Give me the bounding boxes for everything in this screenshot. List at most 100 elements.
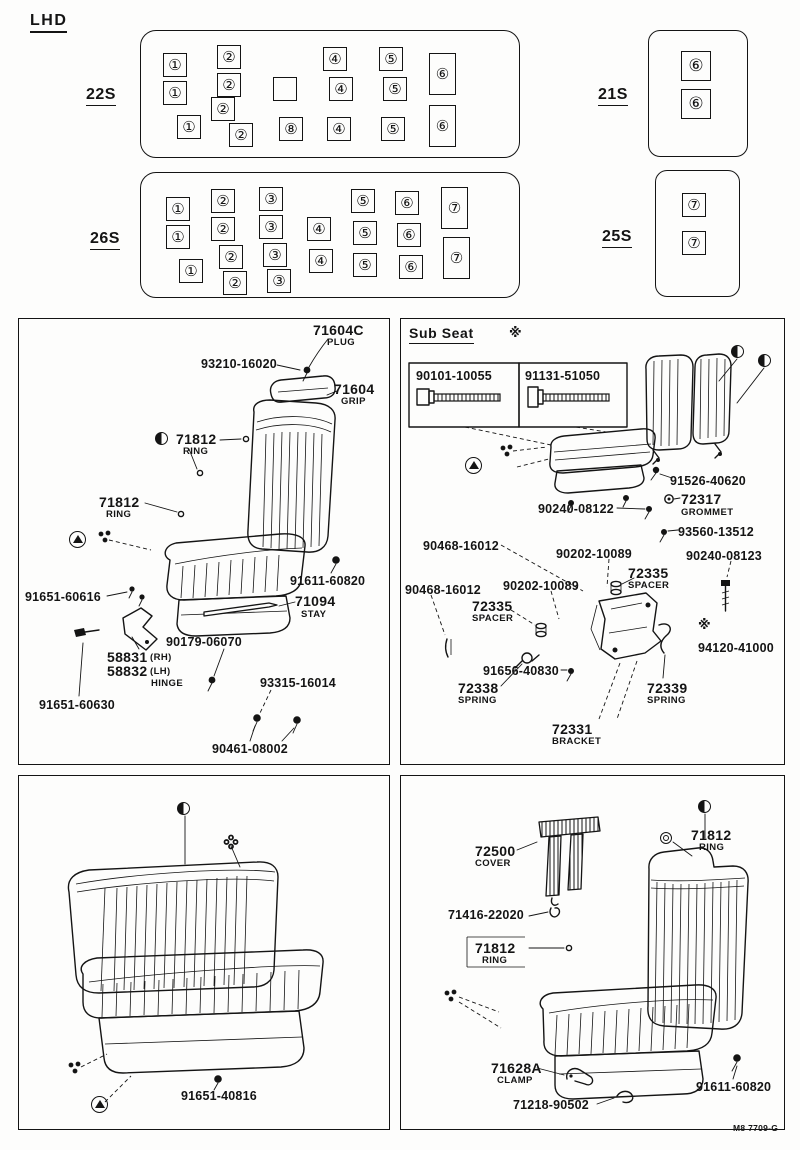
seat-position-cell: ④ (327, 117, 351, 141)
half-filled-circle-icon (698, 800, 711, 813)
seat-position-cell: ⑦ (443, 237, 470, 279)
half-filled-circle-icon (731, 345, 744, 358)
part-number-label: SPRING (647, 695, 686, 706)
config-label-25s: 25S (602, 228, 632, 248)
seat-position-cell: ④ (309, 249, 333, 273)
seat-position-cell: ② (211, 97, 235, 121)
panel-sub-seat: Sub Seat ※ 90101-10055 91131-51050 91526-406… (400, 318, 785, 765)
part-number-label: 91656-40830 (483, 664, 559, 678)
sub-seat-illustration (408, 353, 765, 720)
seat-position-cell: ⑦ (682, 231, 706, 255)
part-number-label: ※ (698, 618, 711, 633)
bench-seat-label-layer: 91651-40816 (19, 776, 389, 1129)
seat-position-cell: ① (179, 259, 203, 283)
seat-position-cell: ⑥ (681, 89, 711, 119)
part-number-label: 90179-06070 (166, 635, 242, 649)
part-number-label: 90202-10089 (556, 547, 632, 561)
screw-set-cluster-icon (67, 1060, 83, 1076)
part-number-label: 91611-60820 (696, 1080, 772, 1094)
part-number-label: 71604 (334, 381, 375, 397)
part-number-label: 93315-16014 (260, 676, 336, 690)
seat-position-cell: ② (211, 217, 235, 241)
part-number-label: 90101-10055 (416, 369, 492, 383)
seat-position-cell: ⑥ (681, 51, 711, 81)
seat-position-cell: ⑦ (682, 193, 706, 217)
part-number-label: GRIP (341, 396, 366, 407)
seat-position-cell: ③ (267, 269, 291, 293)
seat-position-cell: ⑥ (395, 191, 419, 215)
lhd-label: LHD (30, 12, 68, 33)
seat-position-cell: ⑥ (429, 53, 456, 95)
part-number-label: RING (699, 842, 725, 853)
part-number-label: 71416-22020 (448, 908, 524, 922)
seat-position-cell: ② (217, 73, 241, 97)
seat-position-cell: ② (217, 45, 241, 69)
part-number-label: 90461-08002 (212, 742, 288, 756)
part-number-label: 91131-51050 (525, 369, 601, 383)
screw-set-cluster-icon (499, 443, 515, 459)
part-number-label: 71812 (691, 827, 732, 843)
bench-seat-illustration (67, 815, 324, 1103)
part-number-label: STAY (301, 609, 327, 620)
triangle-in-circle-icon (465, 457, 482, 474)
seat-position-cell: ① (177, 115, 201, 139)
seat-position-cell: ⑤ (353, 221, 377, 245)
part-number-label: 58832 (107, 663, 148, 679)
seat-position-cell: ③ (259, 187, 283, 211)
sub-seat-label-layer: Sub Seat ※ 90101-10055 91131-51050 91526-406… (401, 319, 784, 764)
section-title: Sub Seat (409, 325, 474, 344)
seat-position-cell: ⑦ (441, 187, 468, 229)
part-number-label: ※ (509, 326, 522, 341)
screw-set-cluster-icon (443, 988, 459, 1004)
part-number-label: RING (482, 955, 508, 966)
seat-position-cell: ① (166, 197, 190, 221)
seat-position-cell: ⑤ (381, 117, 405, 141)
part-number-label: SPACER (628, 580, 670, 591)
part-number-label: (LH) (150, 666, 171, 677)
part-number-label: 91651-40816 (181, 1089, 257, 1103)
part-number-label: RING (183, 446, 209, 457)
triangle-in-circle-icon (69, 531, 86, 548)
seat-position-cell: ⑤ (351, 189, 375, 213)
ring-marker-icon (660, 832, 672, 844)
part-number-label: HINGE (151, 678, 184, 689)
part-number-label: SPRING (458, 695, 497, 706)
part-number-label: 72317 (681, 491, 722, 507)
part-number-label: 91611-60820 (290, 574, 366, 588)
part-number-label: 91526-40620 (670, 474, 746, 488)
seat-position-cell: ② (223, 271, 247, 295)
seat-position-cell: ① (166, 225, 190, 249)
seat-position-cell: ② (211, 189, 235, 213)
seat-position-cell: ① (163, 81, 187, 105)
part-number-label: 71628A (491, 1060, 542, 1076)
part-number-label: 71094 (295, 593, 336, 609)
panel-bench-seat: 91651-40816 (18, 775, 390, 1130)
front-seat-illustration (74, 338, 340, 742)
part-number-label: 71604C (313, 322, 364, 338)
seat-position-cell: ⑥ (429, 105, 456, 147)
part-number-label: 72331 (552, 721, 593, 737)
part-number-label: 93210-16020 (201, 357, 277, 371)
seat-position-cell: ① (163, 53, 187, 77)
part-number-label: 71812 (475, 940, 516, 956)
part-number-label: RING (106, 509, 132, 520)
screw-set-cluster-icon (97, 529, 113, 545)
part-number-label: 90240-08123 (686, 549, 762, 563)
seat-position-cell: ⑤ (383, 77, 407, 101)
part-number-label: 72335 (628, 565, 669, 581)
seat-position-cell: ③ (259, 215, 283, 239)
drawing-code: M8 7709-G (733, 1123, 779, 1133)
part-number-label: 71812 (176, 431, 217, 447)
seat-position-cell: ⑥ (399, 255, 423, 279)
config-label-21s: 21S (598, 86, 628, 106)
part-number-label: 71218-90502 (513, 1098, 589, 1112)
part-number-label: 90240-08122 (538, 502, 614, 516)
part-number-label: CLAMP (497, 1075, 533, 1086)
seat-position-cell: ⑤ (353, 253, 377, 277)
